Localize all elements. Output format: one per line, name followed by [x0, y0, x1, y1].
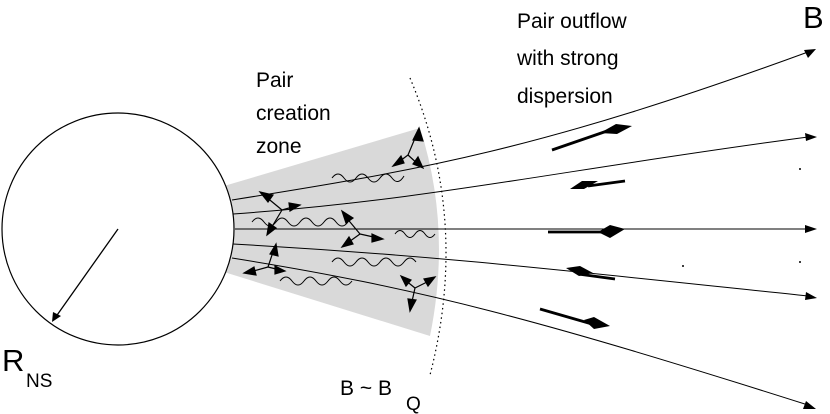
magnetic-field-label: B: [803, 0, 824, 35]
outflow-blob-2: [570, 179, 626, 189]
outflow-blob-1: [551, 124, 632, 152]
stray-dots: [682, 168, 801, 267]
radius-label-subscript: NS: [26, 371, 52, 392]
pair-outflow-label-line-3: dispersion: [517, 85, 613, 108]
photon-waves: [251, 173, 436, 286]
pair-vertex: [258, 191, 302, 237]
field-line-1: [231, 51, 809, 201]
outflow-blob-5: [539, 307, 610, 329]
photon-wave: [331, 257, 417, 267]
field-line-5: [231, 257, 809, 406]
pair-creation-zone-label-line-1: Pair: [256, 69, 293, 92]
arrowhead-3: [805, 225, 817, 233]
photon-wave: [279, 276, 353, 286]
pair-vertex: [242, 242, 287, 276]
pair-vertex: [391, 126, 425, 170]
field-line-2: [232, 136, 809, 215]
photon-wave: [251, 217, 349, 227]
pair-outflow-label-line-2: with strong: [516, 47, 619, 70]
arrowhead-5: [803, 401, 816, 409]
radius-label: R: [2, 343, 24, 378]
pair-vertex: [399, 274, 437, 313]
critical-field-label: B ~ B: [340, 377, 392, 400]
pair-outflow-blobs: [539, 124, 632, 329]
pair-outflow-label-line-1: Pair outflow: [517, 10, 628, 33]
pair-creation-vertices: [242, 126, 437, 313]
outflow-blob-4: [566, 266, 616, 281]
pair-creation-zone-shading: [224, 128, 439, 336]
pair-creation-zone-label-line-3: zone: [256, 135, 302, 158]
arrowhead-2: [805, 133, 817, 141]
arrowhead-1: [804, 49, 816, 58]
arrowhead-4: [805, 292, 817, 300]
field-lines: [231, 51, 809, 406]
field-line-4: [232, 243, 809, 297]
radius-arrow: [52, 228, 119, 322]
pair-vertex: [340, 209, 385, 249]
critical-field-label-subscript: Q: [406, 394, 421, 414]
pair-creation-zone-label-line-2: creation: [256, 102, 331, 125]
field-arrowheads: [803, 49, 817, 409]
photon-wave: [331, 173, 405, 183]
outflow-blob-3: [548, 225, 625, 238]
photon-wave: [394, 230, 436, 238]
